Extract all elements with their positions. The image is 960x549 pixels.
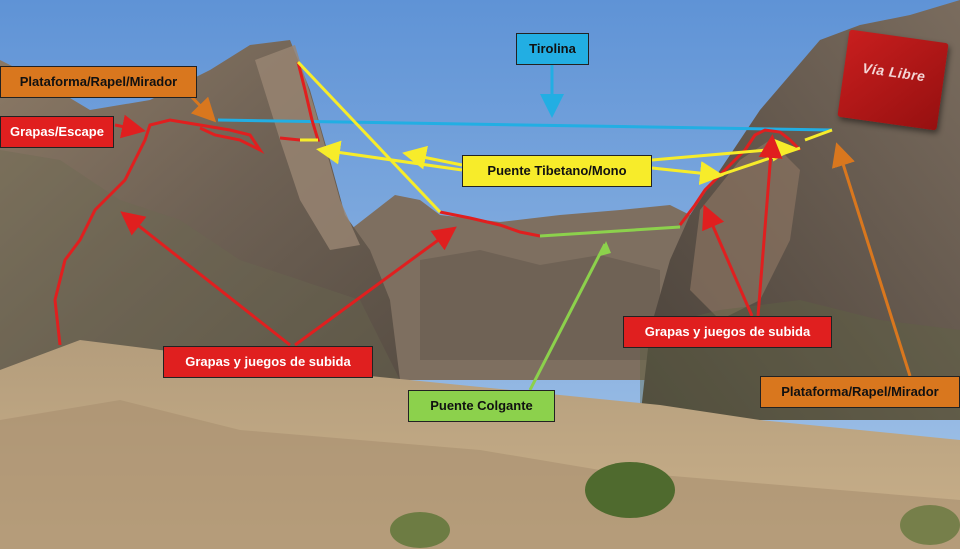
tirolina-line	[217, 118, 833, 132]
colgante-arrowhead	[600, 241, 611, 256]
left-vegetation	[0, 150, 400, 380]
grapas-right-arrow	[702, 204, 754, 317]
tibetano-arrow	[316, 140, 463, 172]
tibetano-arrow	[402, 145, 463, 170]
puente-colgante-line	[539, 225, 681, 238]
via-libre-logo: Vía Libre	[837, 29, 949, 131]
grapas-left-arrow	[120, 211, 291, 347]
label-tirolina: Tirolina	[516, 33, 589, 65]
left-climbing-route	[53, 118, 265, 346]
tibetano-line	[804, 128, 833, 142]
grapas-left-arrow	[294, 226, 457, 347]
label-grapas-left: Grapas y juegos de subida	[163, 346, 373, 378]
tibetano-line	[296, 60, 442, 214]
colgante-arrow	[528, 243, 607, 391]
label-puente-tibetano: Puente Tibetano/Mono	[462, 155, 652, 187]
left-peak-route	[279, 61, 321, 142]
foreground-slope	[0, 400, 960, 549]
tibetano-arrow	[651, 161, 724, 186]
grapas-right-arrow	[756, 134, 783, 317]
foreground-bush	[585, 462, 675, 518]
left-peak-face	[255, 45, 360, 250]
middle-climbing-route	[439, 210, 541, 238]
grapas-escape-arrow	[114, 114, 146, 139]
right-cliff-face	[690, 140, 800, 320]
plataforma-right-arrow	[831, 142, 912, 377]
foreground-bush	[390, 512, 450, 548]
middle-ridge-shadow	[420, 250, 660, 360]
label-plataforma-right: Plataforma/Rapel/Mirador	[760, 376, 960, 408]
label-grapas-right: Grapas y juegos de subida	[623, 316, 832, 348]
label-puente-colgante: Puente Colgante	[408, 390, 555, 422]
label-plataforma-left: Plataforma/Rapel/Mirador	[0, 66, 197, 98]
logo-text: Vía Libre	[861, 59, 927, 85]
foreground-bush	[900, 505, 960, 545]
label-grapas-escape: Grapas/Escape	[0, 116, 114, 148]
right-climbing-route	[678, 128, 802, 226]
